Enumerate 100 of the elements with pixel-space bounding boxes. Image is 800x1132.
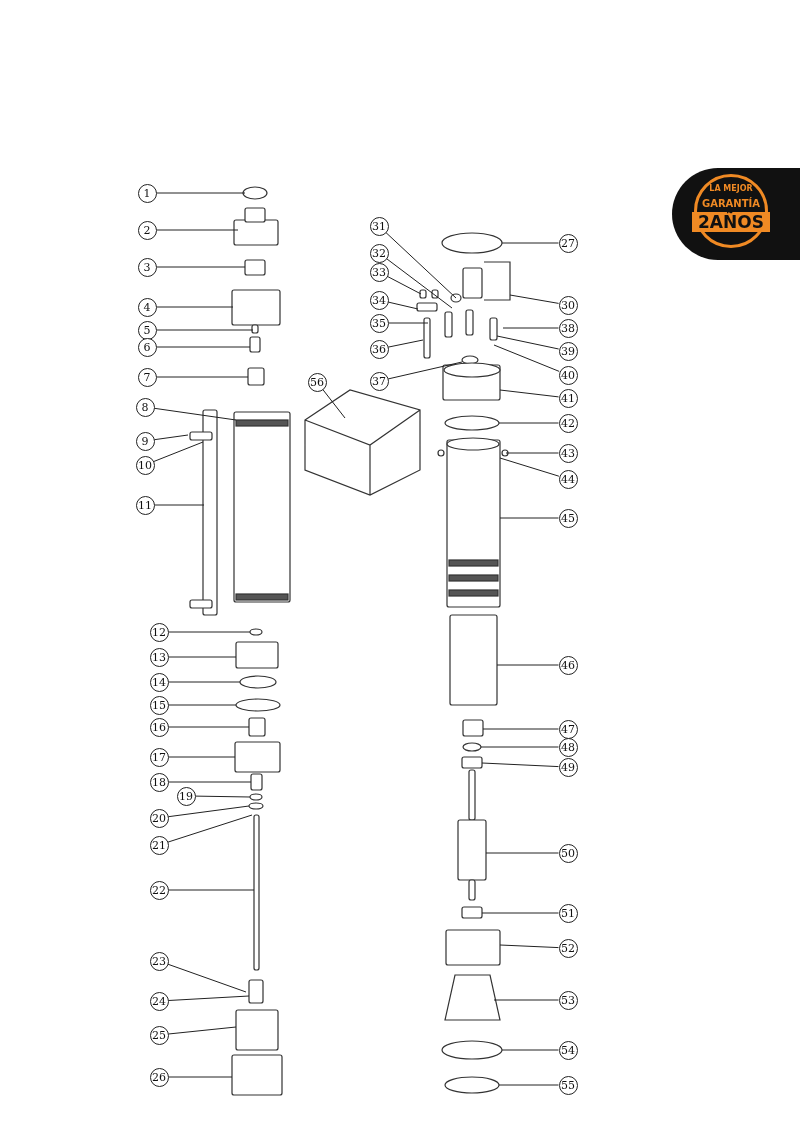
- callout-number: 52: [558, 938, 578, 958]
- leader-line: [388, 322, 429, 324]
- leader-line: [168, 889, 255, 891]
- callout-number: 43: [558, 443, 578, 463]
- leader-line: [387, 361, 463, 380]
- leader-line: [167, 805, 250, 818]
- leader-line: [168, 681, 241, 683]
- callout-number: 36: [369, 339, 389, 359]
- callout-number: 31: [369, 216, 389, 236]
- callout-number: 27: [558, 233, 578, 253]
- leader-line: [168, 631, 251, 633]
- leader-line: [387, 339, 424, 348]
- callout-number: 51: [558, 903, 578, 923]
- leader-line: [496, 335, 560, 350]
- callout-number: 9: [135, 431, 155, 451]
- callout-number: 23: [149, 951, 169, 971]
- callout-number: 45: [558, 508, 578, 528]
- badge-text: GARANTÍA: [700, 198, 761, 209]
- badge-text: 2AÑOS: [692, 212, 770, 232]
- leader-line: [386, 275, 422, 295]
- leader-line: [501, 1049, 559, 1051]
- leader-line: [156, 229, 239, 231]
- callout-number: 35: [369, 313, 389, 333]
- callout-number: 20: [149, 808, 169, 828]
- leader-line: [156, 346, 251, 348]
- leader-line: [493, 999, 559, 1001]
- leader-line: [385, 232, 457, 299]
- leader-line: [322, 389, 346, 419]
- callout-number: 26: [149, 1067, 169, 1087]
- leader-line: [480, 746, 559, 748]
- callout-number: 46: [558, 655, 578, 675]
- callout-number: 12: [149, 622, 169, 642]
- callout-number: 37: [369, 371, 389, 391]
- leader-line: [153, 441, 204, 462]
- callout-number: 30: [558, 295, 578, 315]
- leader-line: [153, 407, 237, 421]
- leader-line: [502, 327, 559, 329]
- leader-line: [505, 452, 559, 454]
- callout-number: 33: [369, 262, 389, 282]
- leader-line: [156, 266, 246, 268]
- callout-number: 24: [149, 991, 169, 1011]
- leader-line: [501, 242, 559, 244]
- callout-number: 11: [135, 495, 155, 515]
- badge-text: LA MEJOR: [708, 184, 754, 193]
- leader-line: [499, 389, 560, 398]
- leader-line: [499, 517, 559, 519]
- callout-number: 14: [149, 672, 169, 692]
- leader-line: [498, 1084, 559, 1086]
- callout-number: 54: [558, 1040, 578, 1060]
- callout-number: 39: [558, 341, 578, 361]
- callout-number: 40: [558, 365, 578, 385]
- callout-number: 49: [558, 757, 578, 777]
- callout-number: 15: [149, 695, 169, 715]
- leader-line: [153, 434, 189, 441]
- callout-number: 48: [558, 737, 578, 757]
- callout-number: 38: [558, 318, 578, 338]
- leader-line: [493, 344, 560, 372]
- leader-line: [168, 1076, 233, 1078]
- callout-number: 41: [558, 388, 578, 408]
- callout-number: 19: [176, 786, 196, 806]
- leader-line: [154, 504, 205, 506]
- leader-line: [509, 294, 560, 304]
- callout-number: 6: [137, 337, 157, 357]
- callout-number: 2: [137, 220, 157, 240]
- leader-line: [168, 781, 252, 783]
- callout-number: 18: [149, 772, 169, 792]
- callout-number: 17: [149, 747, 169, 767]
- callout-number: 10: [135, 455, 155, 475]
- leader-line: [156, 376, 249, 378]
- leader-line: [168, 995, 250, 1001]
- leader-line: [156, 192, 246, 194]
- callout-number: 55: [558, 1075, 578, 1095]
- leader-line: [481, 762, 559, 768]
- callout-number: 4: [137, 297, 157, 317]
- callout-number: 21: [149, 835, 169, 855]
- callout-number: 42: [558, 413, 578, 433]
- callout-number: 5: [137, 320, 157, 340]
- leader-line: [156, 306, 234, 308]
- leader-line: [485, 852, 559, 854]
- callout-number: 8: [135, 397, 155, 417]
- leader-line: [496, 664, 559, 666]
- leader-line: [167, 1026, 237, 1035]
- callout-number: 13: [149, 647, 169, 667]
- callout-number: 22: [149, 880, 169, 900]
- callout-number: 7: [137, 367, 157, 387]
- leader-line: [156, 329, 254, 331]
- callout-number: 1: [137, 183, 157, 203]
- callout-number: 50: [558, 843, 578, 863]
- callout-number: 16: [149, 717, 169, 737]
- callout-number: 25: [149, 1025, 169, 1045]
- leader-line: [167, 963, 247, 993]
- callout-number: 56: [307, 372, 327, 392]
- callout-number: 32: [369, 243, 389, 263]
- leader-line: [168, 704, 237, 706]
- callout-number: 3: [137, 257, 157, 277]
- leader-line: [167, 814, 253, 843]
- leader-line: [498, 422, 559, 424]
- leader-line: [195, 795, 251, 798]
- callout-number: 34: [369, 290, 389, 310]
- callout-number: 44: [558, 469, 578, 489]
